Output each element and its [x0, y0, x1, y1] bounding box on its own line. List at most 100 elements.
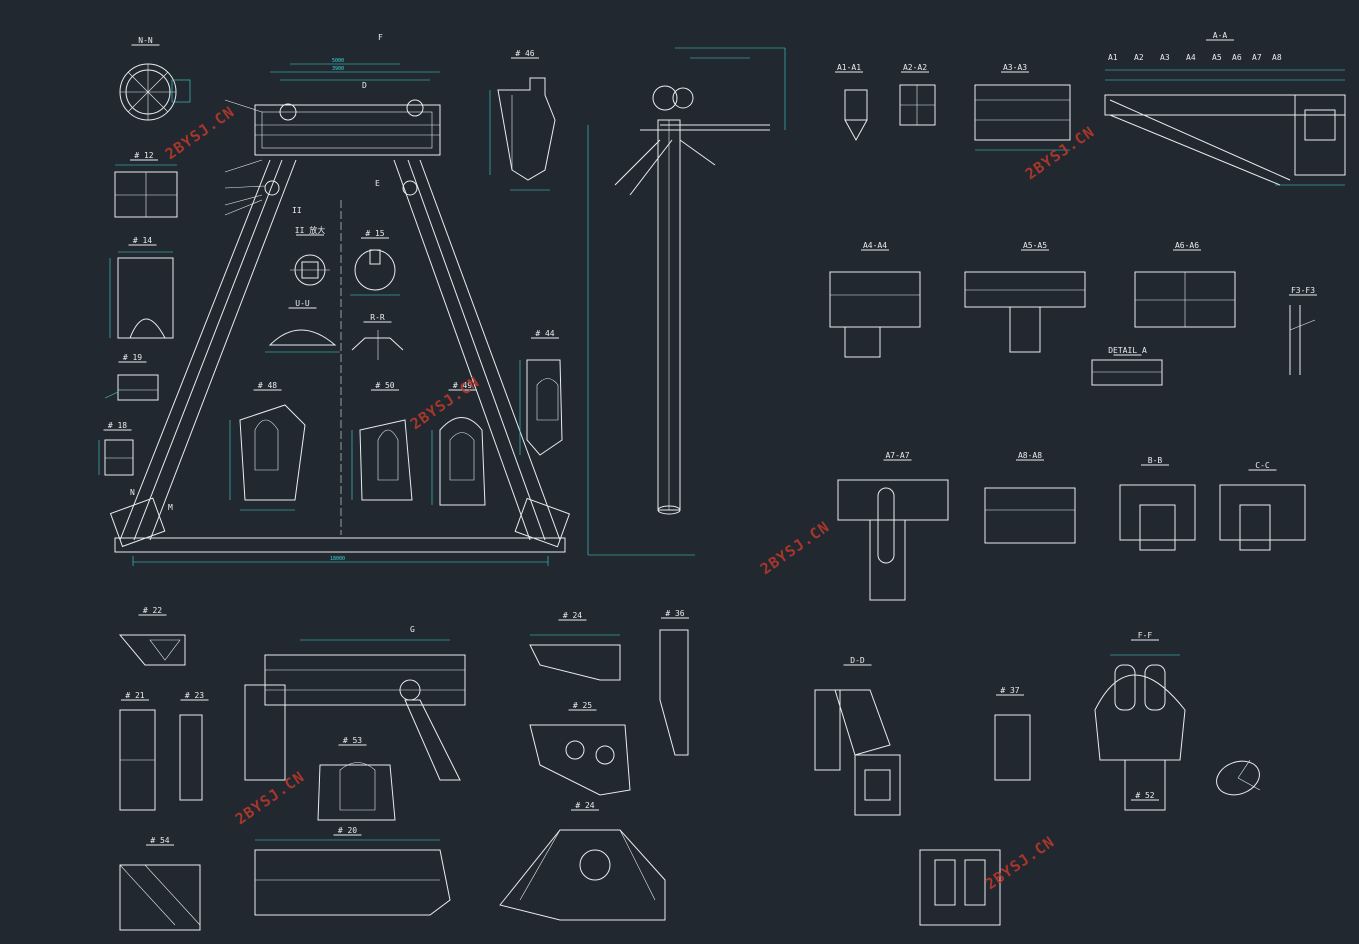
part-24b-label: # 24: [575, 801, 594, 810]
mark-ii: II: [292, 206, 302, 215]
part-15-label: # 15: [365, 229, 384, 238]
part-23: [179, 714, 203, 801]
view-a5-a5-label: A5-A5: [1023, 241, 1047, 250]
view-a3-a3-label: A3-A3: [1003, 63, 1027, 72]
watermark: 2BYSJ.CN: [982, 833, 1058, 894]
view-r-r: [351, 330, 404, 360]
part-50-label: # 50: [375, 381, 394, 390]
mark-n: N: [130, 488, 135, 497]
dim-18000: 18000: [330, 556, 345, 562]
watermark: 2BYSJ.CN: [162, 103, 238, 164]
view-a5-a5: [964, 271, 1086, 353]
part-54-label: # 54: [150, 836, 169, 845]
view-d-d: [814, 689, 901, 816]
svg-text:A3: A3: [1160, 53, 1170, 62]
part-49: [431, 417, 486, 506]
part-18: [98, 439, 134, 476]
dim-3900: 3900: [332, 66, 344, 72]
part-21-label: # 21: [125, 691, 144, 700]
part-24a: [529, 634, 621, 681]
view-u-u: [265, 329, 340, 353]
part-48-label: # 48: [258, 381, 277, 390]
watermark: 2BYSJ.CN: [232, 768, 308, 829]
detail-ii-label: II 放大: [295, 225, 325, 235]
svg-text:A5: A5: [1212, 53, 1222, 62]
svg-text:A4: A4: [1186, 53, 1196, 62]
view-d-d-label: D-D: [850, 656, 865, 665]
part-14: [109, 251, 174, 339]
view-r-r-label: R-R: [370, 313, 385, 322]
view-c-c-label: C-C: [1255, 461, 1270, 470]
part-37-label: # 37: [1000, 686, 1019, 695]
part-54: [119, 864, 201, 931]
view-a6-a6: [1134, 271, 1236, 328]
view-a4-a4: [829, 271, 921, 358]
view-a8-a8-label: A8-A8: [1018, 451, 1042, 460]
part-24b: [499, 829, 666, 921]
part-15: [350, 249, 400, 296]
mark-e: E: [375, 179, 380, 188]
view-u-u-label: U-U: [295, 299, 310, 308]
view-n-n: [119, 63, 191, 121]
detail-a: [1091, 359, 1163, 386]
view-a4-a4-label: A4-A4: [863, 241, 887, 250]
part-46: [489, 77, 556, 191]
part-18-label: # 18: [108, 421, 127, 430]
part-bottom: [919, 849, 1001, 926]
svg-text:A1: A1: [1108, 53, 1118, 62]
view-a7-a7-label: A7-A7: [885, 451, 909, 460]
view-a1-a1: [844, 89, 868, 142]
view-b-b-label: B-B: [1148, 456, 1163, 465]
view-a8-a8: [984, 487, 1076, 544]
view-a6-a6-label: A6-A6: [1175, 241, 1199, 250]
part-14-label: # 14: [133, 236, 152, 245]
view-c-c: [1219, 484, 1306, 551]
mark-m: M: [168, 503, 173, 512]
part-36-label: # 36: [665, 609, 684, 618]
part-53: [317, 762, 396, 821]
part-23-label: # 23: [185, 691, 204, 700]
part-20-label: # 20: [338, 826, 357, 835]
part-round: [1216, 759, 1261, 796]
view-a1-a1-label: A1-A1: [837, 63, 861, 72]
part-22-label: # 22: [143, 606, 162, 615]
part-53-label: # 53: [343, 736, 362, 745]
part-19-label: # 19: [123, 353, 142, 362]
view-a2-a2: [899, 84, 936, 126]
bottom-beam: [114, 537, 566, 553]
view-f3-f3: [1289, 305, 1316, 375]
watermark: 2BYSJ.CN: [757, 518, 833, 579]
part-37: [994, 714, 1031, 781]
frame-elevation: 18000 N M F E D II 5000 3900: [109, 33, 571, 566]
view-a2-a2-label: A2-A2: [903, 63, 927, 72]
part-48: [229, 404, 306, 511]
watermark: 2BYSJ.CN: [1022, 123, 1098, 184]
part-24a-label: # 24: [563, 611, 582, 620]
svg-text:A6: A6: [1232, 53, 1242, 62]
svg-text:A2: A2: [1134, 53, 1144, 62]
view-a-a: A1 A2 A3 A4 A5 A6 A7 A8: [1104, 53, 1346, 186]
part-52-label: # 52: [1135, 791, 1154, 800]
watermark: 2BYSJ.CN: [407, 373, 483, 434]
part-50: [351, 419, 413, 501]
part-25: [529, 724, 631, 796]
view-n-n-label: N-N: [138, 36, 153, 45]
mark-d: D: [362, 81, 367, 90]
part-12: [114, 164, 178, 218]
part-49-label: # 49: [453, 381, 472, 390]
view-g: G: [244, 625, 466, 781]
view-f3-f3-label: F3-F3: [1291, 286, 1315, 295]
view-f-f-label: F-F: [1138, 631, 1153, 640]
side-elevation: [587, 47, 786, 556]
view-a-a-label: A-A: [1213, 31, 1228, 40]
mark-f: F: [378, 33, 383, 42]
detail-a-label: DETAIL A: [1108, 346, 1147, 355]
part-46-label: # 46: [515, 49, 534, 58]
part-44: [519, 359, 563, 456]
part-12-label: # 12: [134, 151, 153, 160]
part-44-label: # 44: [535, 329, 554, 338]
part-20: [254, 839, 451, 916]
view-b-b: [1119, 484, 1196, 551]
dim-5000: 5000: [332, 58, 344, 64]
svg-text:A7: A7: [1252, 53, 1262, 62]
